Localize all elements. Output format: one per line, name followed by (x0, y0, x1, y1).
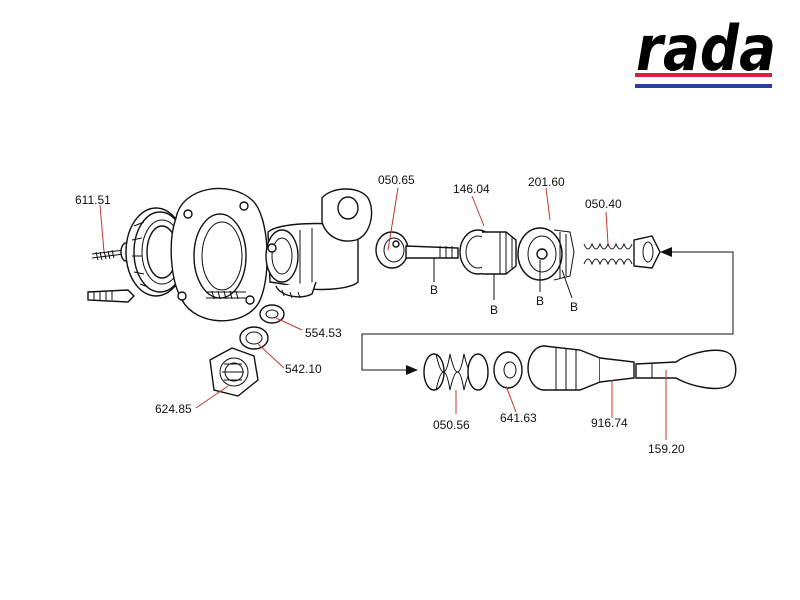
label-050-56: 050.56 (433, 418, 470, 432)
logo-red-stripe (635, 73, 772, 77)
part-spring-050-56 (423, 353, 489, 391)
label-159-20: 159.20 (648, 442, 685, 456)
part-olive-542 (239, 326, 269, 350)
logo-blue-stripe (635, 84, 772, 88)
label-641-63: 641.63 (500, 411, 537, 425)
label-050-40: 050.40 (585, 197, 622, 211)
part-shroud-916 (527, 345, 635, 391)
flow-connector (361, 247, 734, 375)
part-handle-159 (635, 349, 737, 390)
label-554-53: 554.53 (305, 326, 342, 340)
part-cartridge-146 (459, 229, 517, 275)
marker-b-4: B (570, 300, 578, 314)
marker-b-2: B (490, 303, 498, 317)
logo-wordmark: rada (636, 12, 776, 85)
label-611-51: 611.51 (75, 193, 111, 207)
part-nut-624 (209, 347, 259, 397)
part-labels: 611.51 050.65 146.04 201.60 050.40 554.5… (75, 173, 685, 456)
part-washer-641 (493, 351, 523, 389)
part-flange-plate (170, 187, 268, 322)
marker-b-3: B (536, 294, 544, 308)
rada-logo: rada (635, 12, 776, 88)
label-201-60: 201.60 (528, 175, 565, 189)
marker-labels: B B B B (430, 283, 578, 317)
label-146-04: 146.04 (453, 182, 490, 196)
label-050-65: 050.65 (378, 173, 415, 187)
label-542-10: 542.10 (285, 362, 322, 376)
part-spring-050-40 (583, 235, 661, 269)
label-624-85: 624.85 (155, 402, 192, 416)
part-headwork-050-65 (375, 231, 459, 269)
leader-lines (99, 187, 667, 440)
label-916-74: 916.74 (591, 416, 628, 430)
part-screw-lower (87, 289, 246, 303)
drawing (87, 187, 737, 397)
part-screw-upper (91, 242, 132, 262)
part-valve-body (265, 188, 373, 299)
marker-lines (433, 258, 573, 300)
part-gland-201 (517, 227, 575, 281)
marker-b-1: B (430, 283, 438, 297)
